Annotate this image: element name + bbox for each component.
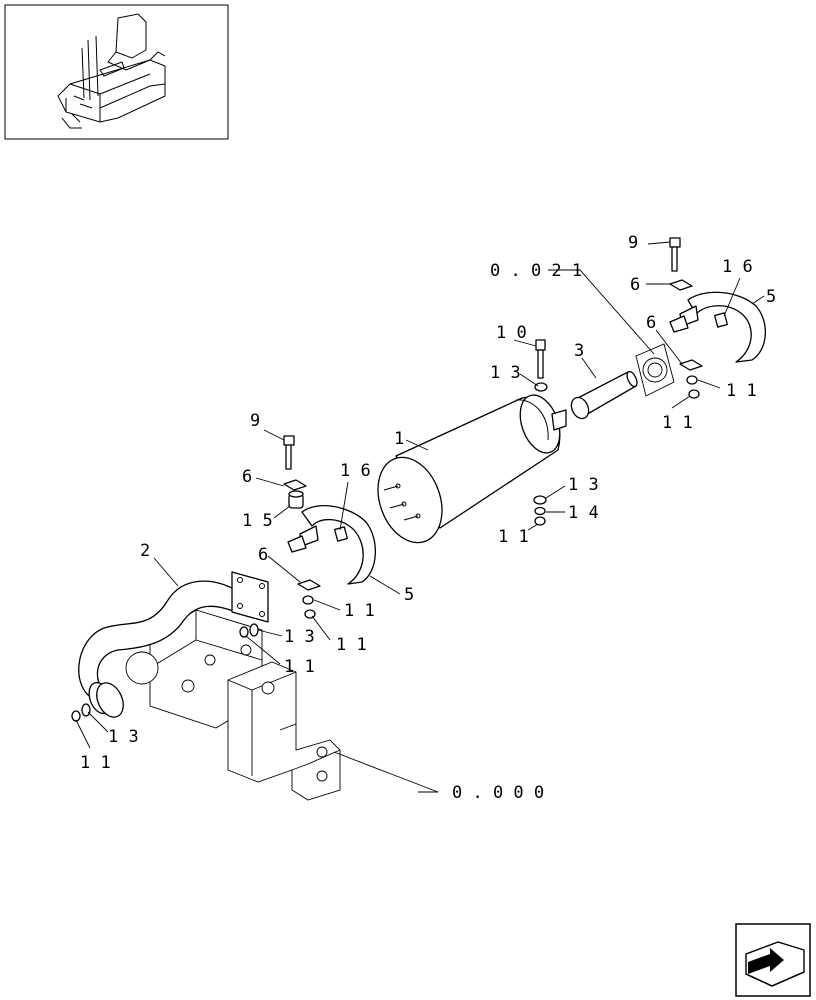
bolt-left [283,435,295,470]
label-nut-4: 1 1 [344,601,375,621]
nut-right-1 [686,375,698,385]
machine-location-thumbnail [4,4,229,140]
washer-13-upper [534,382,548,392]
label-bolt-left: 9 [250,411,260,431]
callout-labels: 0 . 0 2 1 0 . 0 0 0 1 2 3 5 5 6 6 6 6 9 … [80,233,776,803]
flange-reference [635,343,675,397]
nut-pipe [239,626,249,638]
label-nut-1: 1 1 [726,381,757,401]
label-ref-0021: 0 . 0 2 1 [490,261,582,281]
label-nut-3: 1 1 [498,527,529,547]
label-spacer-right-bottom: 6 [646,313,656,333]
spacer-right-bottom [679,359,703,371]
label-muffler: 1 [394,429,404,449]
nut-left-2 [304,609,316,619]
washer-13-lower [533,495,547,505]
washer-pipe-end [81,703,91,717]
clamp-right [669,291,767,363]
bolt-right [669,237,681,272]
label-clamp-right: 5 [766,287,776,307]
label-strap-left: 1 6 [340,461,371,481]
clamp-left [287,505,377,585]
leader-lines [75,241,765,793]
lockwasher-14 [534,506,546,516]
inlet-pipe [78,571,269,718]
label-nut-2: 1 1 [662,413,693,433]
spacer-left-bottom [297,579,321,591]
label-washer-1: 1 3 [490,363,521,383]
label-nut-7: 1 1 [80,753,111,773]
label-tailpipe: 3 [574,341,584,361]
label-strap-right: 1 6 [722,257,753,277]
label-clamp-left: 5 [404,585,414,605]
label-spacer-right-top: 6 [630,275,640,295]
label-bushing: 1 5 [242,511,273,531]
label-washer-3: 1 3 [284,627,315,647]
nut-left-1 [302,595,314,605]
label-nut-5: 1 1 [336,635,367,655]
label-bolt-muffler: 1 0 [496,323,527,343]
spacer-right-top [669,279,693,291]
label-inlet-pipe: 2 [140,541,150,561]
nut-pipe-end [71,710,81,722]
muffler-bolt [535,339,546,379]
label-bolt-right: 9 [628,233,638,253]
spacer-left-top [283,479,307,491]
label-nut-6: 1 1 [284,657,315,677]
washer-pipe [249,623,259,637]
nut-right-2 [688,389,700,399]
bushing-15 [288,490,304,509]
next-page-arrow-icon[interactable] [735,923,811,997]
mounting-bracket-reference [125,609,341,801]
label-spacer-left-top: 6 [242,467,252,487]
label-ref-0000: 0 . 0 0 0 [452,783,544,803]
label-washer-4: 1 3 [108,727,139,747]
nut-11-muffler [534,516,546,526]
label-washer-2: 1 3 [568,475,599,495]
label-lockwasher: 1 4 [568,503,599,523]
muffler [377,394,567,544]
label-spacer-left-bottom: 6 [258,545,268,565]
tailpipe [570,370,638,420]
